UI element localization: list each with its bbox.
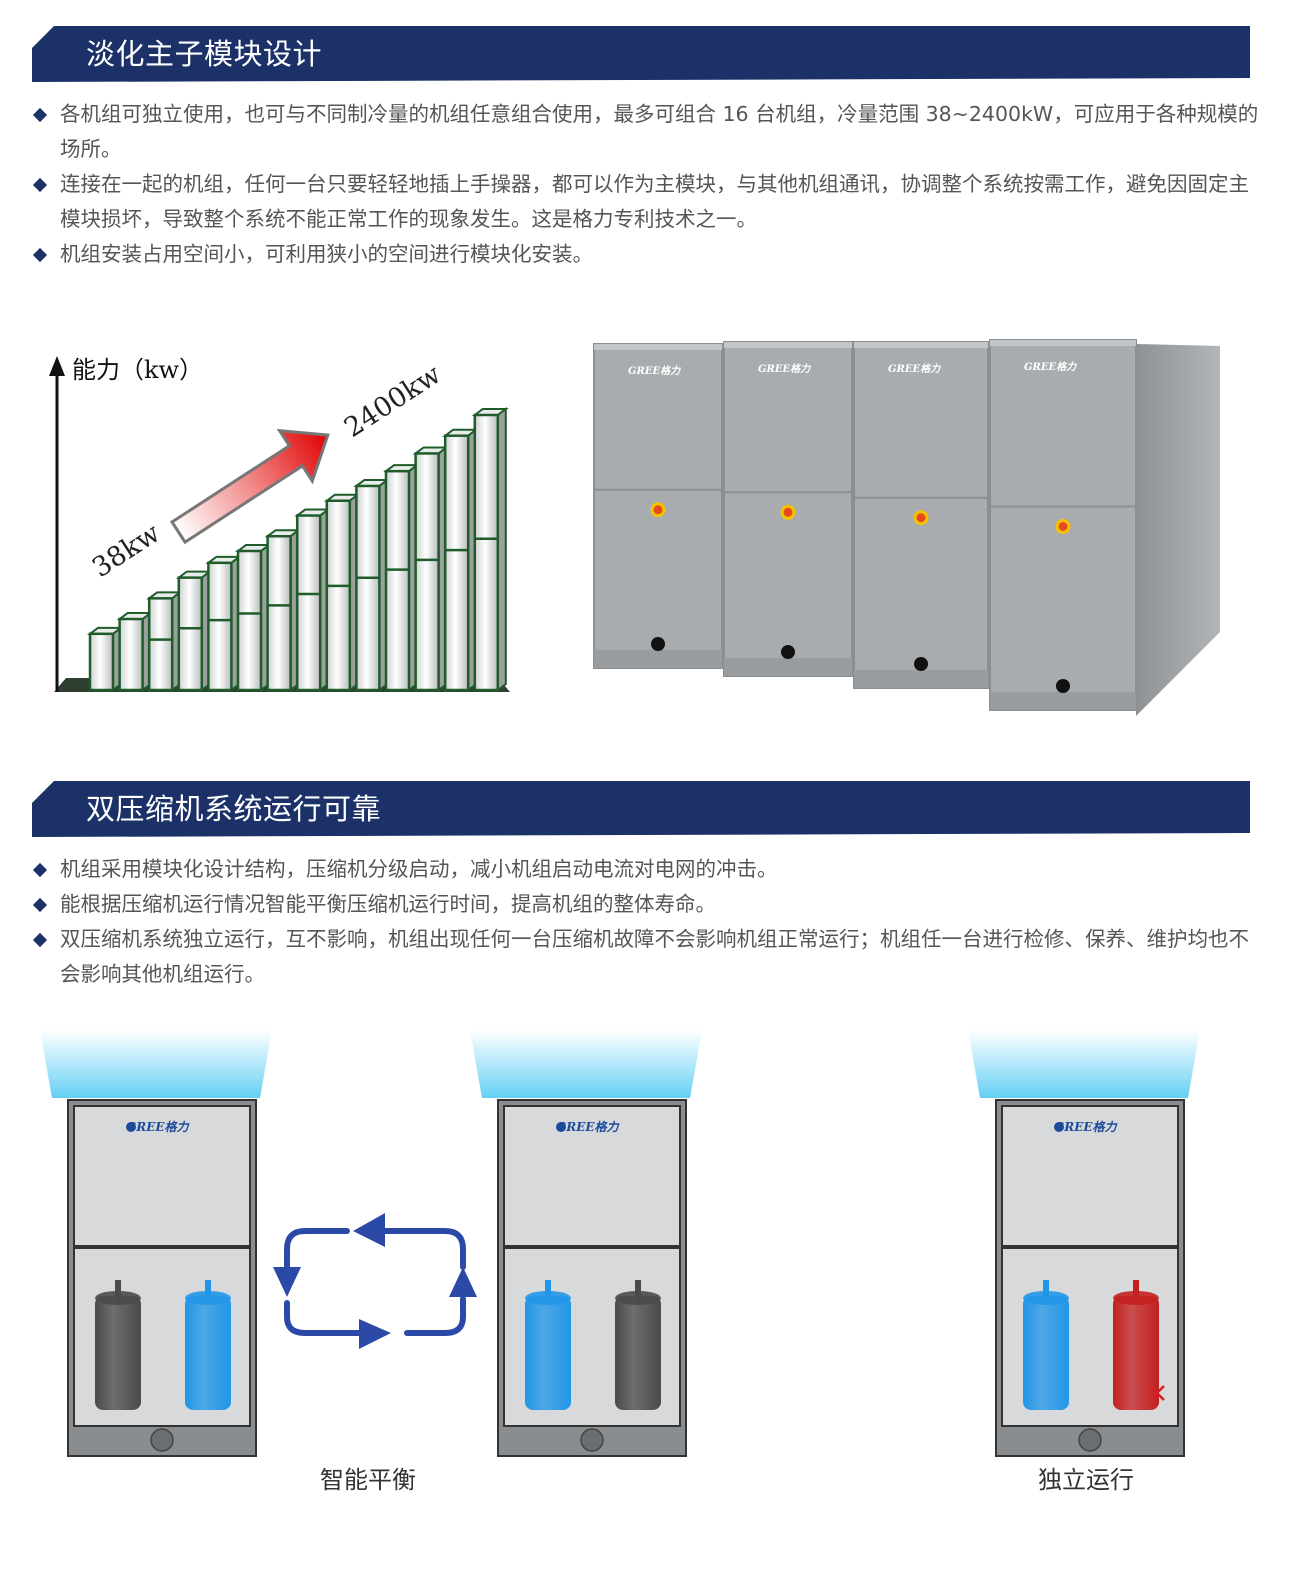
chart-bar xyxy=(175,569,213,692)
drain-port-icon xyxy=(1078,1428,1102,1452)
bullet-item: 能根据压缩机运行情况智能平衡压缩机运行时间，提高机组的整体寿命。 xyxy=(32,887,1262,922)
compressor-idle xyxy=(95,1280,141,1410)
chart-bar xyxy=(205,554,243,692)
diamond-bullet-icon xyxy=(32,107,48,123)
chart-bar xyxy=(383,463,420,692)
y-axis-arrow-icon xyxy=(49,356,65,376)
brand-logo: GREE格力 xyxy=(126,1120,191,1134)
chart-bar xyxy=(412,445,450,692)
brand-logo: GREE格力 xyxy=(628,365,681,377)
cycle-arrows-icon xyxy=(273,1213,477,1349)
compressor-fault xyxy=(1113,1280,1159,1410)
unit-module: GREE格力 xyxy=(723,341,853,677)
bullet-item: 机组安装占用空间小，可利用狭小的空间进行模块化安装。 xyxy=(32,237,1262,272)
chart-bar xyxy=(294,507,332,692)
chart-bars xyxy=(87,407,509,692)
drain-port-icon xyxy=(651,637,665,651)
chart-bar xyxy=(146,590,184,692)
chart-bar xyxy=(116,611,154,692)
drain-port-icon xyxy=(914,657,928,671)
unit-module: GREE格力 xyxy=(853,341,989,689)
airflow-glow xyxy=(470,1030,702,1098)
section-banner-2: 双压缩机系统运行可靠 xyxy=(32,781,1250,837)
section-banner-1: 淡化主子模块设计 xyxy=(32,26,1250,82)
brand-logo: GREE格力 xyxy=(556,1120,621,1134)
chart-bar xyxy=(235,543,272,692)
drain-port-icon xyxy=(580,1428,604,1452)
diamond-bullet-icon xyxy=(32,247,48,263)
unit-diagram: GREE格力 xyxy=(968,1030,1200,1457)
brand-logo: GREE格力 xyxy=(1024,361,1077,373)
chart-bar xyxy=(264,528,302,692)
banner-shape xyxy=(32,781,1250,837)
unit-side-panel xyxy=(1136,344,1220,716)
compressor-running xyxy=(525,1280,571,1410)
brand-logo: GREE格力 xyxy=(1054,1120,1119,1134)
airflow-glow xyxy=(40,1030,272,1098)
chart-bar xyxy=(323,492,361,692)
unit-diagram: GREE格力 xyxy=(470,1030,702,1457)
brand-logo: GREE格力 xyxy=(888,363,941,375)
airflow-glow xyxy=(968,1030,1200,1098)
bullet-item: 双压缩机系统独立运行，互不影响，机组出现任何一台压缩机故障不会影响机组正常运行；… xyxy=(32,922,1262,992)
chart-bar xyxy=(471,407,509,692)
section-title: 淡化主子模块设计 xyxy=(86,37,323,71)
chart-bar xyxy=(87,625,124,692)
unit-module: GREE格力 xyxy=(593,343,723,669)
max-label: 2400kw xyxy=(339,359,447,444)
unit-module: GREE格力 xyxy=(989,339,1137,711)
min-label: 38kw xyxy=(87,518,166,584)
independent-caption: 独立运行 xyxy=(1038,1466,1134,1494)
bullet-list-2: 机组采用模块化设计结构，压缩机分级启动，减小机组启动电流对电网的冲击。 能根据压… xyxy=(32,852,1262,992)
bullet-list-1: 各机组可独立使用，也可与不同制冷量的机组任意组合使用，最多可组合 16 台机组，… xyxy=(32,97,1262,272)
compressor-running xyxy=(185,1280,231,1410)
chart-bar xyxy=(353,477,391,692)
emergency-button-icon xyxy=(1055,519,1071,534)
drain-port-icon xyxy=(1056,679,1070,693)
unit-diagram-balance-left: GREE格力 xyxy=(40,1030,272,1474)
diamond-bullet-icon xyxy=(32,862,48,878)
diamond-bullet-icon xyxy=(32,177,48,193)
section-title: 双压缩机系统运行可靠 xyxy=(86,792,382,826)
emergency-button-icon xyxy=(650,502,666,518)
compressor-running xyxy=(1023,1280,1069,1410)
bullet-item: 各机组可独立使用，也可与不同制冷量的机组任意组合使用，最多可组合 16 台机组，… xyxy=(32,97,1262,167)
capacity-chart: 能力（kw） 38kw 2400kw xyxy=(49,356,510,692)
bullet-item: 机组采用模块化设计结构，压缩机分级启动，减小机组启动电流对电网的冲击。 xyxy=(32,852,1262,887)
emergency-button-icon xyxy=(913,510,929,526)
diamond-bullet-icon xyxy=(32,897,48,913)
balance-caption: 智能平衡 xyxy=(320,1466,416,1494)
unit-diagram-balance-right: GREE格力 xyxy=(470,1030,702,1474)
drain-port-icon xyxy=(781,645,795,659)
banner-shape xyxy=(32,26,1250,82)
brand-logo: GREE格力 xyxy=(758,363,811,375)
diamond-bullet-icon xyxy=(32,932,48,948)
growth-arrow-icon xyxy=(169,428,330,545)
emergency-button-icon xyxy=(780,504,796,520)
compressor-idle xyxy=(615,1280,661,1410)
chart-bar xyxy=(442,427,480,692)
bullet-item: 连接在一起的机组，任何一台只要轻轻地插上手操器，都可以作为主模块，与其他机组通讯… xyxy=(32,167,1262,237)
unit-diagram-independent: GREE格力 xyxy=(968,1030,1200,1474)
unit-diagram: GREE格力 xyxy=(40,1030,272,1457)
axis-label: 能力（kw） xyxy=(72,356,203,384)
drain-port-icon xyxy=(150,1428,174,1452)
modular-units-image: GREE格力 GREE格力 GREE格力 GREE格力 xyxy=(593,339,1220,716)
